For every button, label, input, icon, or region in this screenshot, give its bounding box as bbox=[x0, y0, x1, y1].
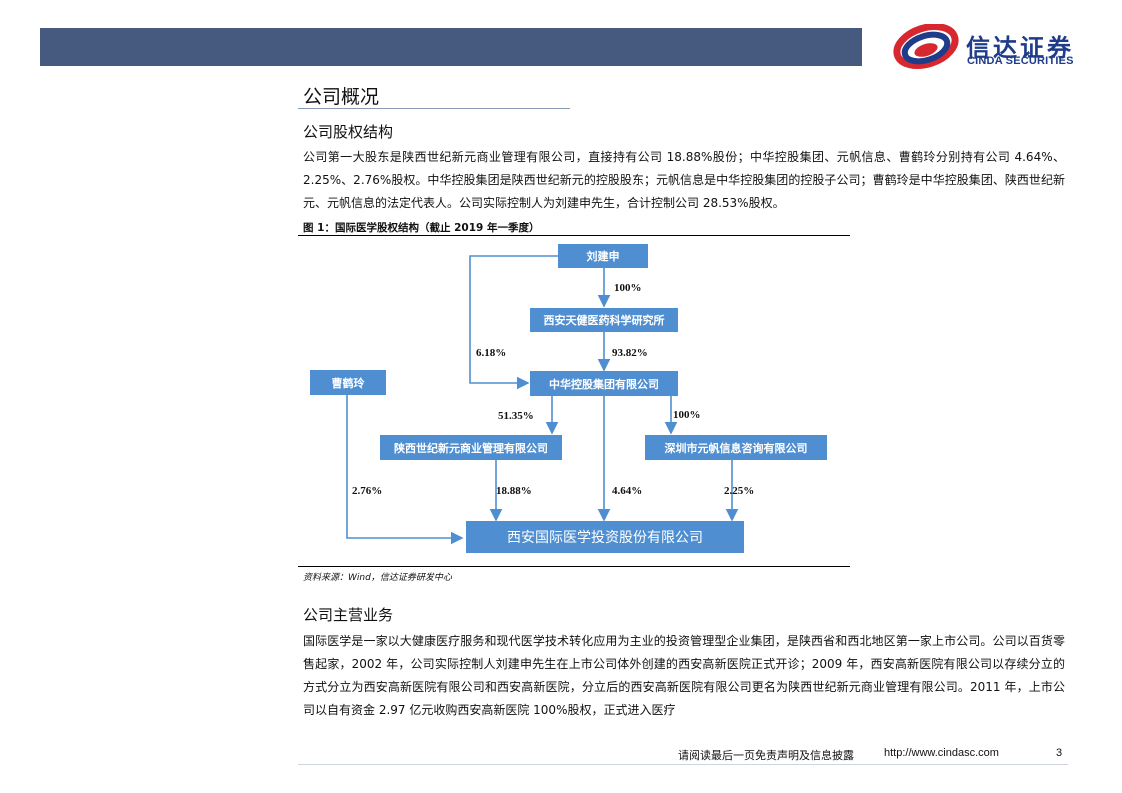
node-zhonghua-label: 中华控股集团有限公司 bbox=[549, 377, 659, 391]
pct-liu-zhonghua: 6.18% bbox=[476, 347, 506, 359]
section-title: 公司概况 bbox=[303, 86, 380, 108]
pct-zhonghua-target: 4.64% bbox=[612, 485, 642, 497]
edge-cao-target bbox=[346, 395, 464, 545]
logo-text-en: CINDA SECURITIES bbox=[967, 55, 1074, 67]
figure-caption: 图 1：国际医学股权结构（截止 2019 年一季度） bbox=[303, 222, 540, 234]
edge-liu-zhonghua bbox=[469, 255, 558, 390]
footer-disclaimer: 请阅读最后一页免责声明及信息披露 bbox=[678, 749, 854, 762]
paragraph-equity: 公司第一大股东是陕西世纪新元商业管理有限公司，直接持有公司 18.88%股份；中… bbox=[303, 150, 1065, 210]
pct-liu-institute: 100% bbox=[614, 282, 642, 294]
figure-bottom-rule bbox=[298, 566, 850, 567]
page-number: 3 bbox=[1056, 747, 1063, 759]
footer-url-link[interactable]: http://www.cindasc.com bbox=[884, 747, 999, 759]
node-zhonghua: 中华控股集团有限公司 bbox=[530, 371, 678, 396]
subheading-business: 公司主营业务 bbox=[303, 606, 394, 624]
figure-source: 资料来源：Wind，信达证券研发中心 bbox=[303, 573, 452, 583]
node-target: 西安国际医学投资股份有限公司 bbox=[466, 521, 744, 553]
node-cao-label: 曹鹤玲 bbox=[332, 376, 366, 390]
node-shenzhen-label: 深圳市元帆信息咨询有限公司 bbox=[665, 441, 808, 455]
pct-institute-zhonghua: 93.82% bbox=[612, 347, 648, 359]
pct-zhonghua-shaanxi: 51.35% bbox=[498, 410, 534, 422]
node-institute: 西安天健医药科学研究所 bbox=[530, 308, 678, 332]
logo-text-cn: 信达证券 bbox=[966, 34, 1074, 62]
node-institute-label: 西安天健医药科学研究所 bbox=[544, 313, 665, 327]
footer-rule bbox=[298, 764, 1068, 765]
paragraph-business: 国际医学是一家以大健康医疗服务和现代医学技术转化应用为主业的投资管理型企业集团，… bbox=[303, 634, 1065, 717]
subheading-equity: 公司股权结构 bbox=[303, 123, 394, 141]
header-bar bbox=[40, 28, 862, 66]
node-liu-label: 刘建申 bbox=[587, 249, 620, 263]
equity-structure-diagram: 刘建申 西安天健医药科学研究所 中华控股集团有限公司 曹鹤玲 陕西世纪新元商业管… bbox=[310, 244, 827, 553]
cinda-logo: 信达证券 CINDA SECURITIES bbox=[892, 24, 1092, 72]
cinda-logo-icon bbox=[893, 24, 959, 69]
figure-top-rule bbox=[298, 235, 850, 236]
pct-cao-target: 2.76% bbox=[352, 485, 382, 497]
title-underline bbox=[298, 108, 570, 109]
pct-shenzhen-target: 2.25% bbox=[724, 485, 754, 497]
pct-shaanxi-target: 18.88% bbox=[496, 485, 532, 497]
node-shaanxi: 陕西世纪新元商业管理有限公司 bbox=[380, 435, 562, 460]
node-liu: 刘建申 bbox=[558, 244, 648, 268]
node-shenzhen: 深圳市元帆信息咨询有限公司 bbox=[645, 435, 827, 460]
pct-zhonghua-shenzhen: 100% bbox=[673, 409, 701, 421]
node-cao: 曹鹤玲 bbox=[310, 370, 386, 395]
node-shaanxi-label: 陕西世纪新元商业管理有限公司 bbox=[394, 441, 548, 455]
node-target-label: 西安国际医学投资股份有限公司 bbox=[507, 530, 703, 546]
